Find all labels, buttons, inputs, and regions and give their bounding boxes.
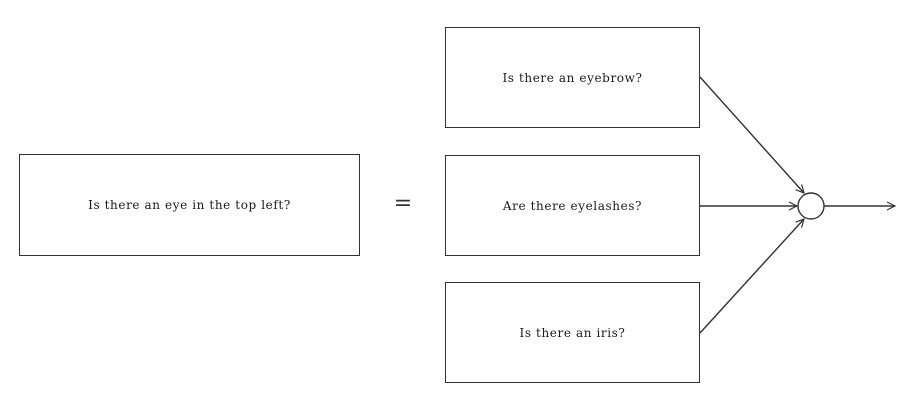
equals-sign: =	[393, 190, 413, 216]
sub-question-text: Are there eyelashes?	[502, 198, 643, 213]
combine-node	[797, 192, 825, 220]
arrow-iris-to-node	[699, 219, 804, 334]
main-question-box: Is there an eye in the top left?	[19, 154, 360, 256]
main-question-text: Is there an eye in the top left?	[88, 198, 291, 212]
sub-question-box-eyebrow: Is there an eyebrow?	[445, 27, 700, 128]
sub-question-box-eyelashes: Are there eyelashes?	[445, 155, 700, 256]
sub-question-box-iris: Is there an iris?	[445, 282, 700, 383]
arrow-eyebrow-to-node	[699, 76, 804, 193]
sub-question-text: Is there an iris?	[519, 325, 626, 340]
sub-question-text: Is there an eyebrow?	[502, 70, 643, 85]
